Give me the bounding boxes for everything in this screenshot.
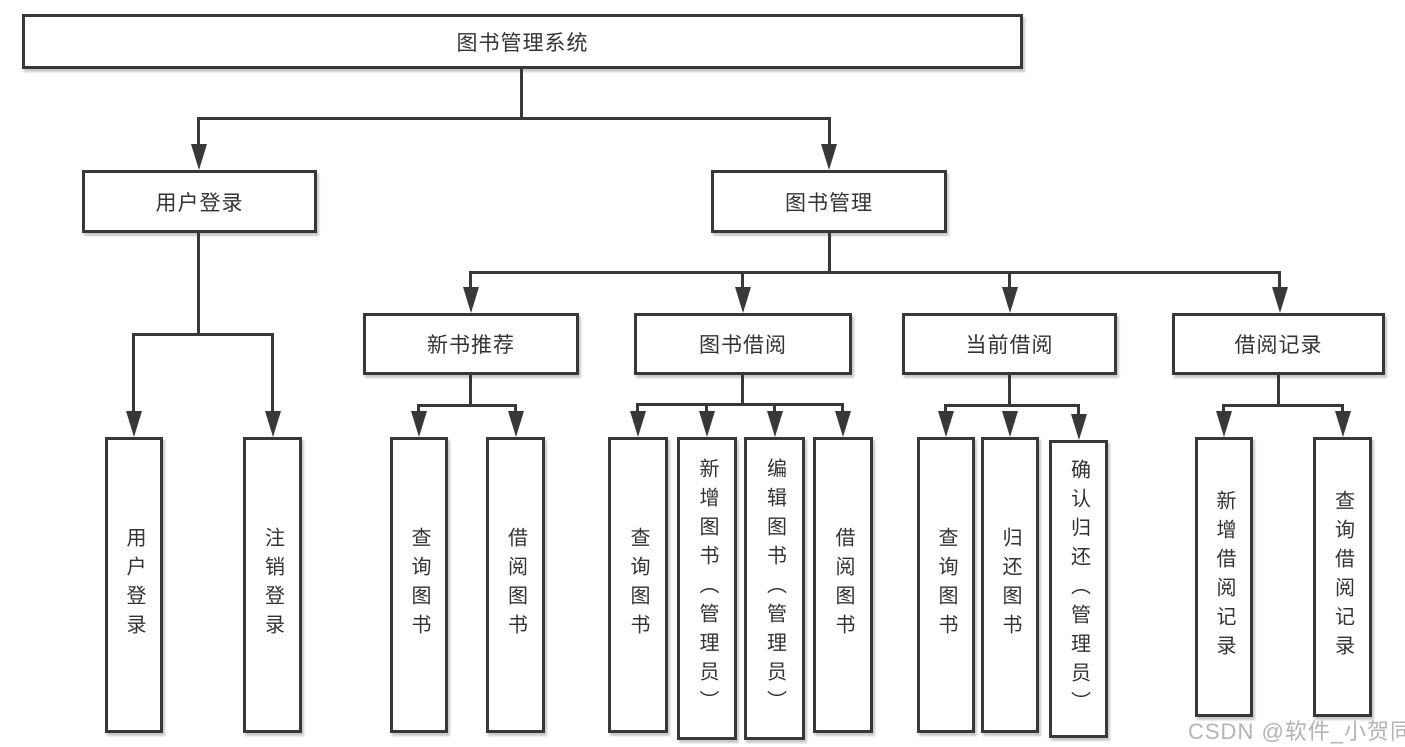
connector-root-stub: [520, 66, 523, 119]
connector-stem-leaf: [773, 403, 776, 414]
connector-current-borrow-stub: [1008, 373, 1011, 406]
leaf-logout: 注销登录: [243, 437, 302, 733]
connector-stem-leaf: [1222, 404, 1225, 414]
node-label: 编辑图书（管理员）: [763, 458, 786, 719]
leaf-borrow-add-books-admin: 新增图书（管理员）: [677, 437, 737, 740]
arrow-down-icon: [1002, 411, 1018, 437]
connector-stem-leaf: [944, 404, 947, 414]
connector-stem-leaf: [1341, 404, 1344, 414]
connector-stem-leaf: [514, 404, 517, 414]
node-label: 新增借阅记录: [1213, 490, 1235, 664]
connector-stem-leaf: [636, 403, 639, 414]
leaf-records-add-record: 新增借阅记录: [1195, 437, 1253, 717]
connector-book-management-stub: [828, 231, 831, 274]
connector-stem-current-borrow: [1008, 271, 1011, 289]
node-label: 图书管理系统: [456, 31, 589, 55]
csdn-watermark: CSDN @软件_小贺同学: [1188, 719, 1405, 744]
arrow-down-icon: [821, 144, 837, 170]
arrow-down-icon: [630, 411, 646, 437]
arrow-down-icon: [1071, 414, 1087, 440]
arrow-down-icon: [767, 411, 783, 437]
connector-new-book-rail: [418, 404, 517, 407]
connector-stem-book-management: [828, 117, 831, 147]
connector-user-login-rail: [133, 333, 274, 336]
connector-book-borrow-rail: [637, 403, 844, 406]
node-label: 借阅记录: [1234, 334, 1323, 357]
arrow-down-icon: [835, 411, 851, 437]
connector-stem-new-book: [469, 271, 472, 289]
node-label: 确认归还（管理员）: [1067, 458, 1090, 720]
connector-current-borrow-rail: [945, 404, 1079, 407]
connector-stem-leaf: [417, 404, 420, 414]
leaf-newbook-query-books: 查询图书: [390, 437, 448, 733]
node-label: 图书借阅: [699, 334, 787, 357]
arrow-down-icon: [191, 144, 207, 170]
connector-stem-leaf: [841, 403, 844, 414]
connector-new-book-stub: [469, 373, 472, 406]
arrow-down-icon: [126, 411, 142, 437]
arrow-down-icon: [938, 411, 954, 437]
leaf-current-confirm-return-admin: 确认归还（管理员）: [1049, 440, 1108, 738]
connector-stem-leaf: [1077, 404, 1080, 414]
connector-user-login-stub: [197, 231, 200, 335]
node-label: 注销登录: [261, 527, 284, 643]
connector-stem-leaf: [271, 333, 274, 413]
connector-root-rail: [198, 117, 831, 120]
leaf-user-login: 用户登录: [105, 437, 163, 733]
arrow-down-icon: [699, 411, 715, 437]
node-label: 查询借阅记录: [1331, 490, 1354, 664]
arrow-down-icon: [1272, 287, 1288, 313]
node-label: 用户登录: [155, 191, 244, 215]
node-label: 图书管理: [785, 191, 873, 215]
node-library-management-system: 图书管理系统: [22, 14, 1023, 69]
leaf-records-query-record: 查询借阅记录: [1313, 437, 1372, 717]
node-label: 新增图书（管理员）: [696, 458, 718, 719]
connector-stem-leaf: [132, 333, 135, 413]
arrow-down-icon: [1335, 411, 1351, 437]
node-user-login: 用户登录: [82, 170, 317, 233]
node-label: 查询图书: [627, 527, 649, 643]
node-label: 借阅图书: [832, 527, 854, 643]
leaf-newbook-borrow-books: 借阅图书: [486, 437, 545, 733]
connector-book-management-rail: [470, 271, 1281, 274]
node-current-borrow: 当前借阅: [902, 313, 1117, 375]
leaf-current-return-books: 归还图书: [981, 437, 1039, 733]
node-label: 用户登录: [123, 527, 145, 643]
node-label: 归还图书: [999, 527, 1021, 643]
connector-stem-leaf: [705, 403, 708, 414]
node-label: 查询图书: [408, 527, 430, 643]
arrow-down-icon: [1216, 411, 1232, 437]
connector-stem-book-borrow: [741, 271, 744, 289]
leaf-borrow-edit-books-admin: 编辑图书（管理员）: [744, 437, 805, 740]
arrow-down-icon: [1002, 287, 1018, 313]
node-label: 当前借阅: [965, 334, 1054, 357]
connector-stem-borrow-records: [1278, 271, 1281, 289]
node-label: 借阅图书: [504, 527, 527, 643]
arrow-down-icon: [265, 411, 281, 437]
leaf-current-query-books: 查询图书: [917, 437, 975, 733]
connector-borrow-records-stub: [1277, 373, 1280, 406]
node-label: 查询图书: [935, 527, 957, 643]
node-borrow-records: 借阅记录: [1172, 313, 1385, 375]
arrow-down-icon: [463, 287, 479, 313]
node-new-book-recommend: 新书推荐: [363, 313, 579, 375]
leaf-borrow-query-books: 查询图书: [608, 437, 668, 733]
leaf-borrow-borrow-books: 借阅图书: [813, 437, 873, 733]
connector-borrow-records-rail: [1223, 404, 1344, 407]
connector-book-borrow-stub: [741, 373, 744, 406]
node-book-borrow: 图书借阅: [634, 313, 852, 375]
arrow-down-icon: [411, 411, 427, 437]
node-book-management: 图书管理: [711, 170, 947, 233]
arrow-down-icon: [735, 287, 751, 313]
connector-stem-user-login: [197, 117, 200, 147]
arrow-down-icon: [508, 411, 524, 437]
node-label: 新书推荐: [427, 334, 515, 357]
